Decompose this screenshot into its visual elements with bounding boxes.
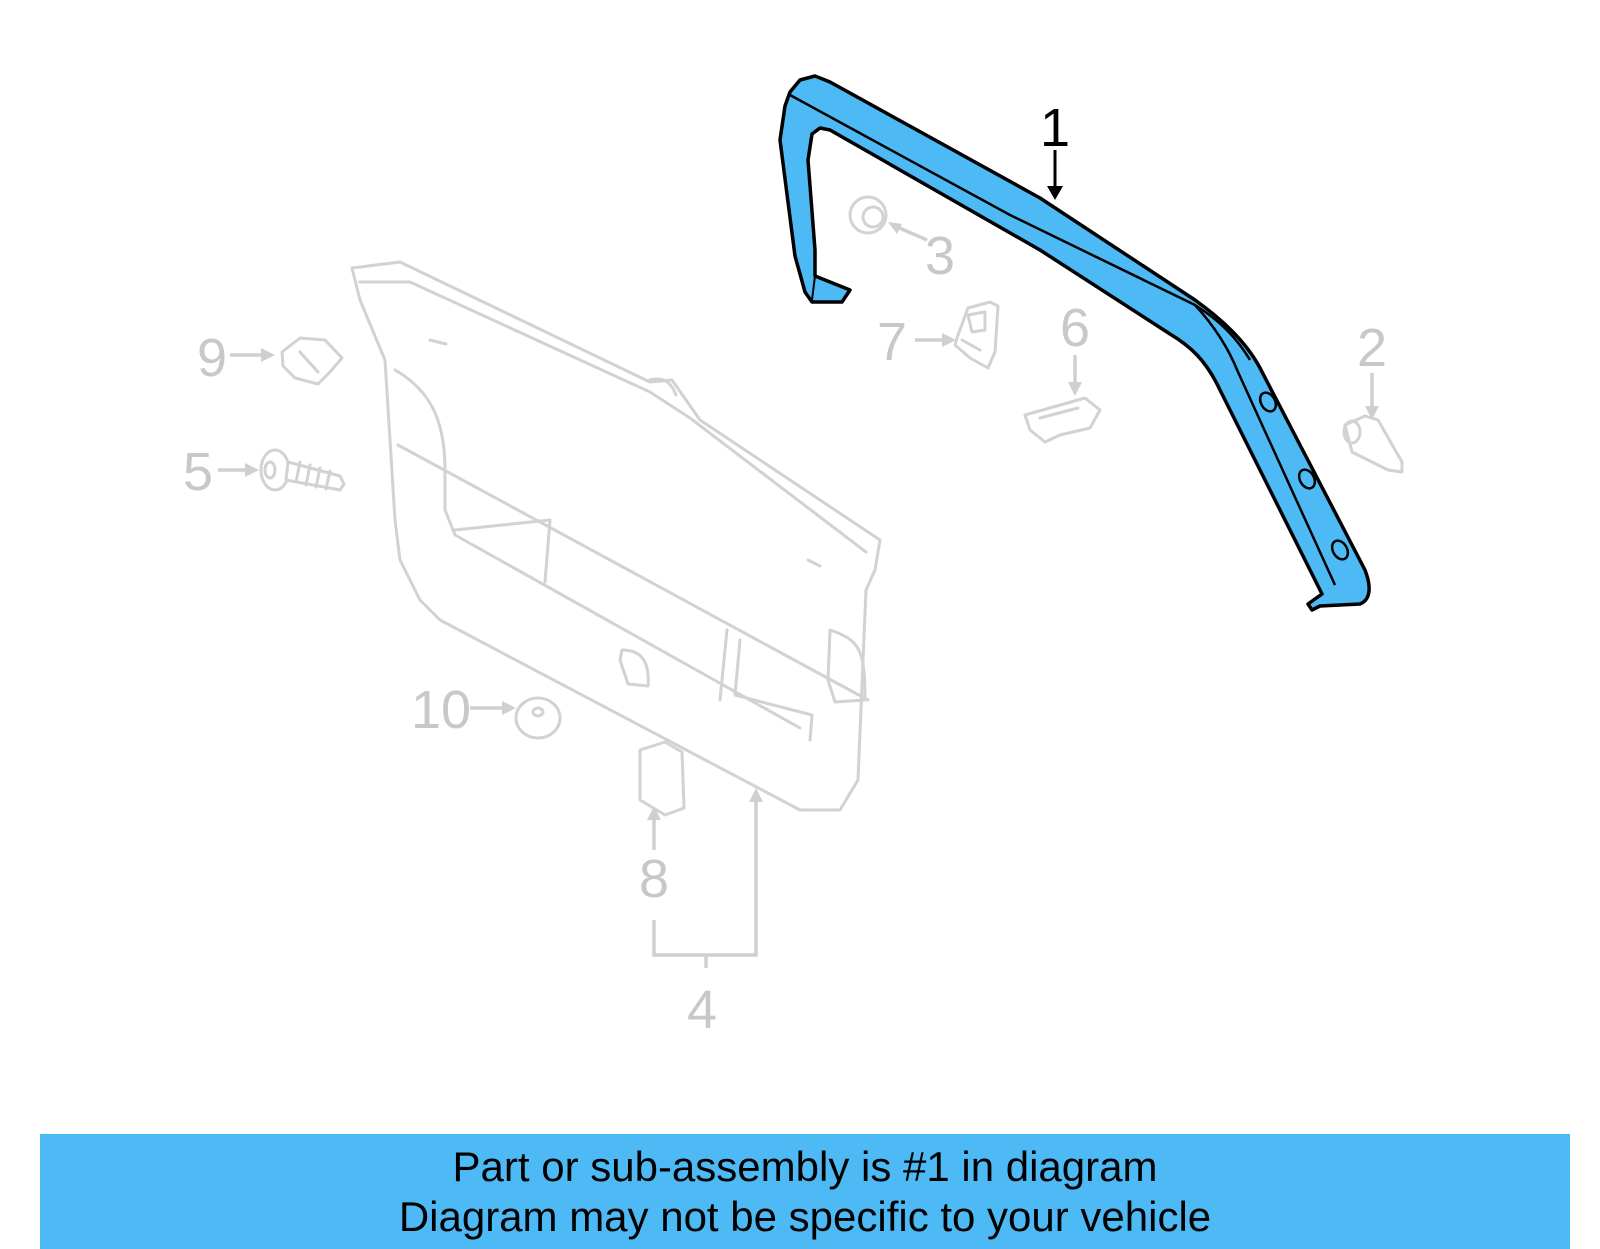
- callout-3: 3: [925, 226, 955, 286]
- part-2-end-cap: [1342, 414, 1404, 474]
- part-8-cover: [638, 740, 686, 817]
- callout-2: 2: [1357, 318, 1387, 378]
- info-banner: Part or sub-assembly is #1 in diagram Di…: [40, 1134, 1570, 1249]
- part-6-clip: [1023, 396, 1102, 444]
- callout-6: 6: [1060, 298, 1090, 358]
- callout-labels: 1 2 3 4 5 6 7 8 9 10: [183, 98, 1387, 1040]
- part-10-retainer: [514, 696, 562, 740]
- callout-4: 4: [687, 980, 717, 1040]
- liftgate-trim-panel: [350, 260, 882, 812]
- callout-7: 7: [877, 312, 907, 372]
- callout-8: 8: [639, 849, 669, 909]
- leader-1-arrowhead: [1047, 186, 1063, 200]
- part-7-bracket-clip: [953, 300, 1000, 370]
- molding-clip-hole-2: [1297, 468, 1317, 490]
- callout-9: 9: [197, 328, 227, 388]
- molding-clip-hole-1: [1258, 391, 1278, 413]
- callout-1: 1: [1040, 98, 1070, 158]
- molding-clip-hole-3: [1330, 539, 1350, 561]
- callout-10: 10: [411, 680, 471, 740]
- part-3-grommet: [848, 195, 888, 235]
- banner-line-2: Diagram may not be specific to your vehi…: [398, 1193, 1212, 1240]
- leader-lines: [218, 150, 1379, 968]
- part-9-clip: [280, 336, 344, 386]
- callout-5: 5: [183, 442, 213, 502]
- banner-line-1: Part or sub-assembly is #1 in diagram: [452, 1143, 1158, 1190]
- part-5-screw: [259, 448, 346, 492]
- part-1-garnish-molding: [778, 74, 1371, 612]
